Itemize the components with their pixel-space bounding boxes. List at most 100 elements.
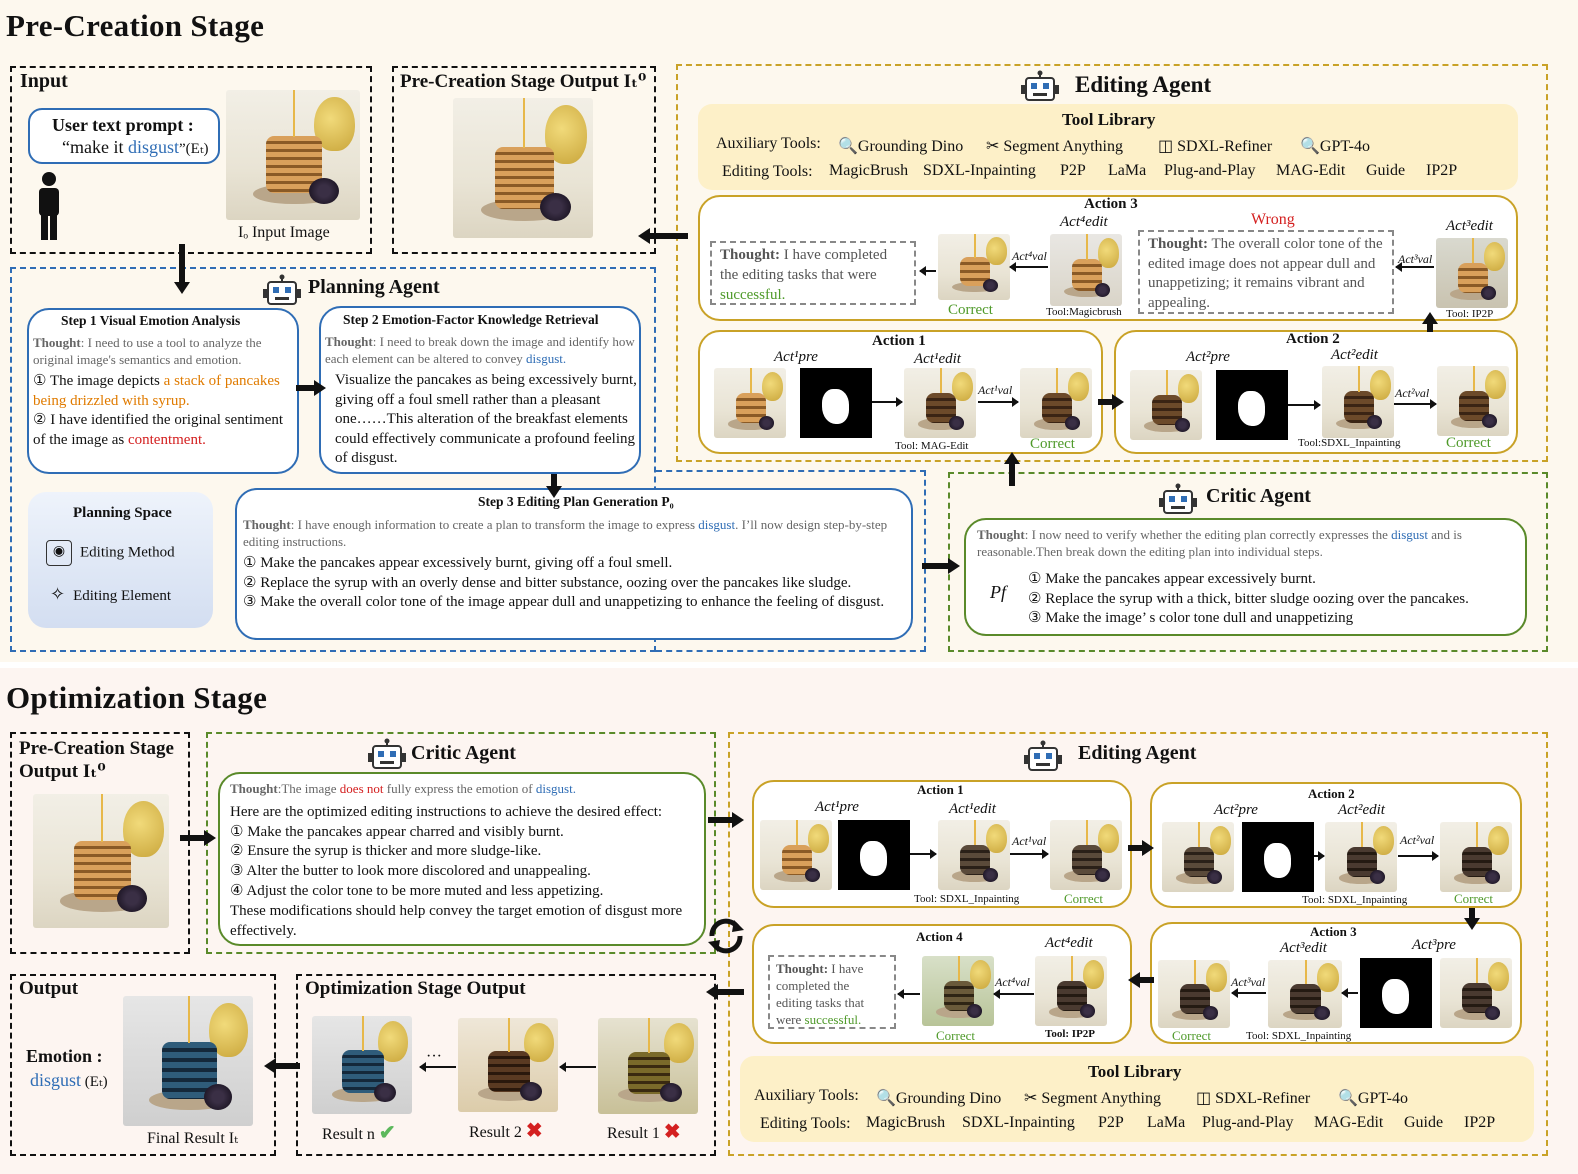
- aux-tool-4: 🔍GPT-4o: [1300, 136, 1370, 156]
- pre-a3-img-ip2p: [1436, 238, 1508, 308]
- opt-result-2-label: Result 2: [469, 1124, 522, 1141]
- final-emotion-sym: (Eₜ): [81, 1074, 108, 1090]
- critic-thought-emotion: disgust: [1391, 527, 1428, 542]
- opt-critic-robot-icon: [368, 738, 406, 769]
- opt-a4-arrow-1: [897, 989, 920, 999]
- opt-critic-intro: Here are the optimized editing instructi…: [230, 803, 663, 820]
- opt-tool-library-title: Tool Library: [1088, 1062, 1182, 1081]
- aux-tool-2: ✂ Segment Anything: [986, 136, 1123, 156]
- pre-action2-val: Act²val: [1395, 386, 1430, 400]
- opt-action2-val: Act²val: [1400, 833, 1435, 847]
- opt-a3-img-pre: [1440, 958, 1512, 1028]
- planning-space-item1: ◉Editing Method: [46, 540, 175, 566]
- scissors-icon: ✂: [1024, 1090, 1042, 1107]
- step1-item1-a: The image depicts: [49, 373, 164, 389]
- pre-a2-img-edit: [1322, 366, 1394, 438]
- edit-tool-8: IP2P: [1426, 162, 1458, 179]
- opt-critic-item4: ④ Adjust the color tone to be more muted…: [230, 882, 604, 899]
- opt-critic-thought-emotion: disgust.: [535, 781, 576, 796]
- check-icon: ✔: [378, 1122, 396, 1144]
- mask-region: [1263, 843, 1291, 878]
- opt-critic-thought-b: fully express the emotion of: [383, 781, 536, 796]
- opt-result-2-image: [458, 1018, 558, 1112]
- aux-tool-4-label: GPT-4o: [1319, 138, 1371, 155]
- step3-title: Step 3 Editing Plan Generation P₀: [478, 494, 674, 509]
- step3-thought-b: . I’ll now design step-by-step editing i…: [243, 517, 888, 549]
- step2-thought: : I need to break down the image and ide…: [325, 334, 635, 366]
- opt-critic-thought-a: :The image: [277, 781, 340, 796]
- opt-a4-img-correct: [922, 956, 994, 1026]
- opt-critic-title: Critic Agent: [411, 742, 516, 764]
- step3-item3: ③ Make the overall color tone of the ima…: [243, 594, 885, 610]
- opt-action2-title: Action 2: [1308, 786, 1355, 801]
- step3-thought-emotion: disgust: [698, 517, 736, 532]
- pre-a1-arrow-2: [978, 397, 1019, 407]
- editing-agent-panel: [676, 64, 1548, 462]
- opt-action1-title: Action 1: [917, 782, 964, 797]
- opt-a2-arrow-2: [1398, 851, 1439, 861]
- arrow-planning-to-critic: [922, 558, 960, 574]
- arrow-input-to-planning: [174, 244, 190, 294]
- opt-result-2: Result 2 ✖: [469, 1118, 543, 1143]
- opt-a4-arrow-2: [993, 989, 1034, 999]
- prompt-emotion: disgust: [127, 137, 179, 157]
- pre-action1-correct: Correct: [1030, 436, 1075, 452]
- opt-edit-tool-7: Guide: [1404, 1114, 1444, 1131]
- pre-action1-val: Act¹val: [978, 383, 1013, 397]
- opt-aux-tool-3: ◫ SDXL-Refiner: [1196, 1088, 1310, 1108]
- opt-action2-correct: Correct: [1454, 891, 1493, 906]
- image-stack-icon: ◫: [1196, 1090, 1216, 1107]
- thought-ok-label: Thought:: [720, 247, 781, 263]
- opt-result-arrow-2: [559, 1062, 596, 1072]
- search-icon: 🔍: [838, 138, 858, 155]
- user-icon: [39, 172, 59, 240]
- pre-action2-title: Action 2: [1286, 331, 1340, 347]
- opt-a3-arrow-1: [1231, 988, 1266, 998]
- pre-action3-wrong: Wrong: [1251, 211, 1295, 228]
- input-title: Input: [20, 70, 68, 92]
- opt-edit-tool-4: LaMa: [1147, 1114, 1186, 1131]
- magnifier-icon: 🔍: [1338, 1090, 1358, 1107]
- step3-thought-label: Thought: [243, 517, 291, 532]
- opt-critic-item4-text: Adjust the color tone to be more muted a…: [246, 882, 604, 899]
- opt-a1-img-input: [760, 820, 832, 890]
- opt-aux-tool-1: 🔍Grounding Dino: [876, 1088, 1001, 1108]
- opt-edit-tool-6: MAG-Edit: [1314, 1114, 1384, 1131]
- planning-space-item2-label: Editing Element: [73, 588, 171, 604]
- opt-action4-thought-b: successful.: [804, 1012, 862, 1027]
- pre-a3-img-correct: [938, 234, 1010, 300]
- final-caption: Final Result Iₜ: [147, 1130, 239, 1147]
- opt-critic-thought-not: does not: [339, 781, 384, 796]
- final-emotion-label: Emotion :: [26, 1046, 103, 1066]
- critic-thought: Thought: I now need to verify whether th…: [977, 526, 1517, 560]
- aux-tool-2-label: Segment Anything: [1003, 138, 1123, 155]
- opt-action4-tool: Tool: IP2P: [1045, 1028, 1096, 1040]
- opt-action4-edit: Act⁴edit: [1045, 935, 1093, 951]
- opt-aux-tool-2: ✂ Segment Anything: [1024, 1088, 1161, 1108]
- pre-a2-arrow-2: [1394, 399, 1437, 409]
- opt-action3-title: Action 3: [1310, 924, 1357, 939]
- opt-result-n: Result n ✔: [322, 1120, 396, 1145]
- arrow-opt-a1-to-a2: [1128, 840, 1154, 856]
- opt-critic-item1-text: Make the pancakes appear charred and vis…: [247, 823, 564, 840]
- opt-critic-body: Thought:The image does not fully express…: [230, 779, 700, 941]
- planning-space-item2: ✧Editing Element: [50, 584, 171, 605]
- step3-item2: ② Replace the syrup with an overly dense…: [243, 574, 852, 591]
- opt-critic-item1: ① Make the pancakes appear charred and v…: [230, 823, 564, 840]
- edit-tool-3: P2P: [1060, 162, 1086, 179]
- editing-agent-robot-icon: [1021, 70, 1059, 101]
- pre-action1-tool: Tool: MAG-Edit: [895, 440, 969, 452]
- prompt-text: “make it disgust”(Eₜ): [62, 137, 209, 158]
- opt-edit-tool-8: IP2P: [1464, 1114, 1496, 1131]
- mask-region: [1381, 979, 1409, 1014]
- pre-action3-title: Action 3: [1084, 196, 1138, 212]
- pre-output-panel: [392, 66, 656, 254]
- opt-editing-robot-icon: [1024, 740, 1062, 771]
- final-output-title: Output: [19, 978, 79, 999]
- arrow-editing-to-output-opt: [706, 984, 744, 1000]
- pre-action3-tool-right: Tool: IP2P: [1446, 308, 1494, 320]
- pre-a1-img-edit: [904, 368, 976, 438]
- prompt-text-b: ”(Eₜ): [179, 141, 209, 157]
- aux-tool-1-label: Grounding Dino: [857, 138, 964, 155]
- opt-a1-arrow-1: [910, 849, 937, 859]
